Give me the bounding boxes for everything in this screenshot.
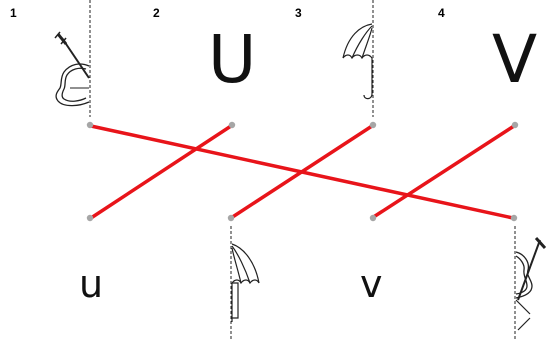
violin-half-icon — [516, 238, 545, 330]
umbrella-half-icon — [343, 24, 372, 99]
violin-half-icon — [55, 32, 89, 106]
bottom-dot-4[interactable] — [511, 215, 517, 221]
top-dot-4[interactable] — [512, 122, 518, 128]
top-dot-2[interactable] — [229, 122, 235, 128]
bottom-dot-1[interactable] — [87, 215, 93, 221]
umbrella-half-icon — [232, 244, 259, 322]
top-dot-3[interactable] — [370, 122, 376, 128]
bottom-dot-2[interactable] — [228, 215, 234, 221]
bottom-dot-3[interactable] — [370, 215, 376, 221]
connection-line-3-2 — [231, 126, 372, 218]
top-dot-1[interactable] — [87, 122, 93, 128]
